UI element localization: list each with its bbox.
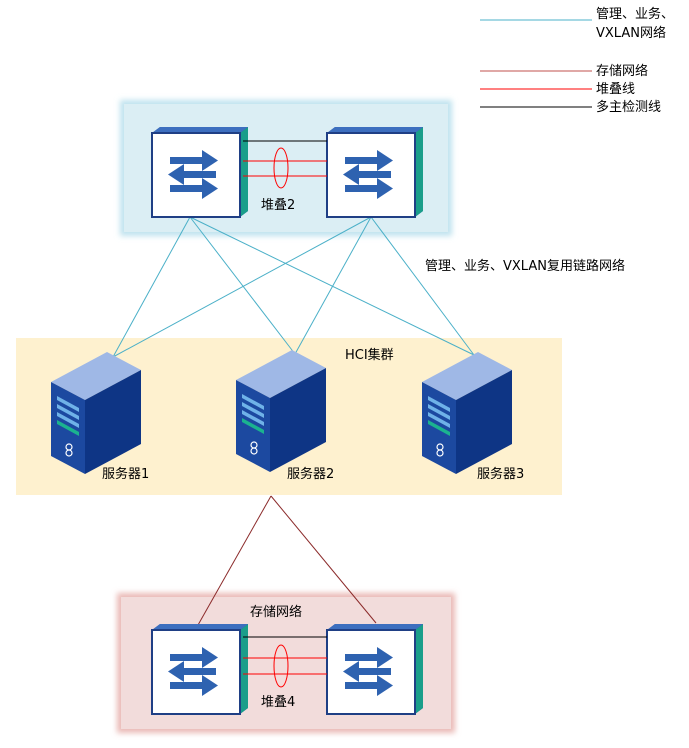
legend: 管理、业务、 VXLAN网络 存储网络 堆叠线 多主检测线 [480,6,674,115]
legend-label-management: 管理、业务、 [596,6,674,22]
legend-label-stack: 堆叠线 [596,82,635,97]
storage-stack-label: 堆叠4 [261,695,295,710]
uplink-line [370,216,475,356]
storage-stack-links [243,636,327,688]
top-switch-left [151,126,249,218]
server-1-label: 服务器1 [102,466,149,482]
uplink-label: 管理、业务、VXLAN复用链路网络 [425,258,625,274]
uplink-line [294,216,372,355]
uplink-line [189,216,296,355]
uplink-line [112,216,191,358]
stack-ellipse [273,644,289,688]
storage-line [197,495,272,626]
stack-ellipse [273,147,289,189]
storage-label: 存储网络 [250,604,302,620]
storage-links [197,495,377,626]
legend-label-storage: 存储网络 [596,63,648,79]
storage-line [270,495,377,624]
server-2-label: 服务器2 [287,466,334,482]
storage-switch-right [326,623,424,715]
storage-switch-left [151,623,249,715]
uplink-line [189,216,475,356]
legend-label-detection: 多主检测线 [596,99,661,115]
management-uplinks [112,216,475,358]
server-3-label: 服务器3 [477,466,524,482]
top-switch-right [326,126,424,218]
top-stack-label: 堆叠2 [261,198,295,213]
uplink-line [112,216,372,358]
cluster-label: HCI集群 [345,347,394,363]
legend-label-management-line2: VXLAN网络 [596,25,666,41]
top-stack-links [243,140,327,189]
